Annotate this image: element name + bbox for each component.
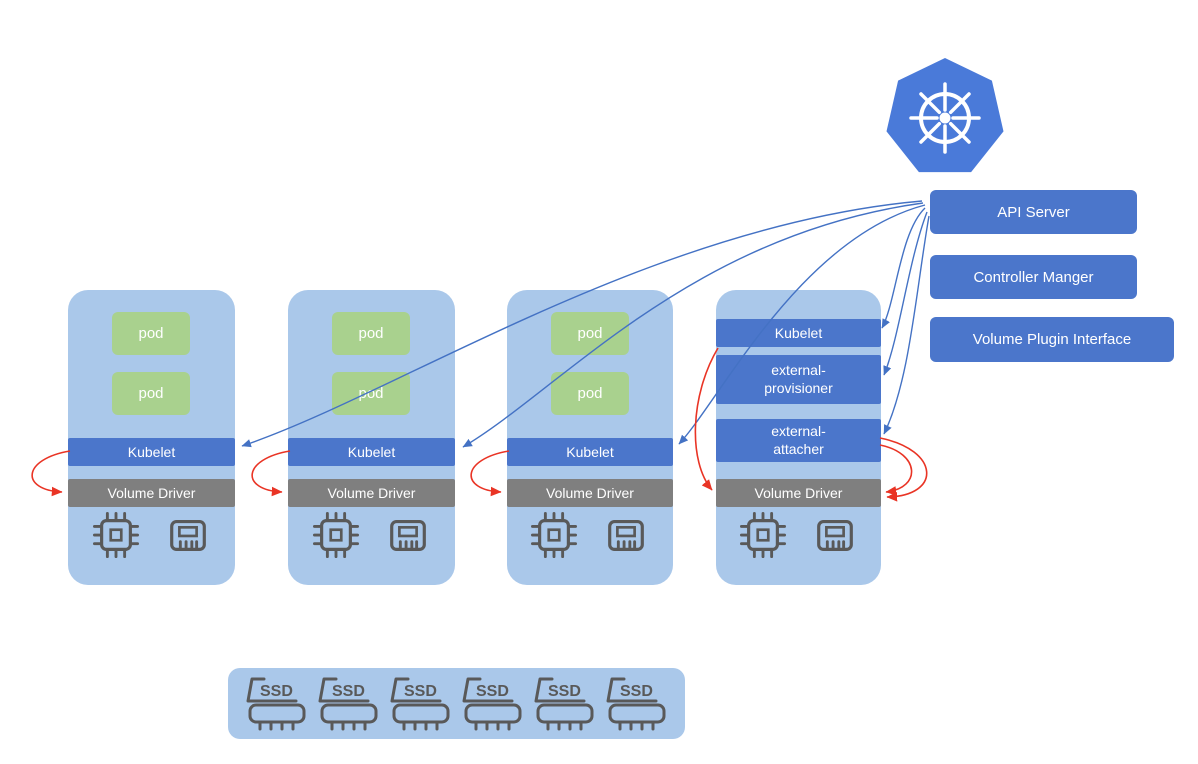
pod-box: pod [332, 372, 410, 415]
external-attacher-label: external-attacher [771, 423, 826, 457]
kubelet-bar: Kubelet [716, 319, 881, 347]
api-server-box: API Server [930, 190, 1137, 234]
pod-box: pod [551, 372, 629, 415]
volume-driver-bar: Volume Driver [507, 479, 673, 507]
hardware-icons [716, 512, 881, 558]
ssd-icon: SSD [534, 677, 593, 730]
memory-icon [169, 520, 206, 551]
volume-driver-bar: Volume Driver [288, 479, 455, 507]
hardware-icons [288, 512, 455, 558]
cpu-icon [92, 512, 139, 558]
pod-box: pod [551, 312, 629, 355]
volume-driver-bar: Volume Driver [716, 479, 881, 507]
worker-node-4: Kubelet external-provisioner external-at… [716, 290, 881, 585]
arrow-api-to-external-attacher [883, 215, 930, 435]
ssd-label: SSD [260, 683, 293, 700]
pod-box: pod [112, 312, 190, 355]
cpu-icon [531, 512, 577, 558]
ssd-label: SSD [332, 683, 365, 700]
controller-manager-box: Controller Manger [930, 255, 1137, 299]
ssd-icon: SSD [390, 677, 449, 730]
cpu-icon [312, 512, 359, 558]
arrow-api-to-external-provisioner [883, 211, 928, 376]
ssd-label: SSD [476, 683, 509, 700]
pod-box: pod [112, 372, 190, 415]
memory-icon [816, 520, 853, 551]
arrow-attacher-to-volume-driver-b [879, 437, 928, 502]
worker-node-3: pod pod Kubelet Volume Driver [507, 290, 673, 585]
ssd-label: SSD [620, 683, 653, 700]
memory-icon [389, 520, 426, 551]
volume-plugin-interface-box: Volume Plugin Interface [930, 317, 1174, 362]
kubelet-bar: Kubelet [507, 438, 673, 466]
pod-box: pod [332, 312, 410, 355]
arrow-kubelet-to-volume-driver-2 [251, 450, 291, 497]
ssd-icon: SSD [462, 677, 521, 730]
external-provisioner-bar: external-provisioner [716, 355, 881, 404]
arrow-kubelet-to-volume-driver-4 [694, 347, 719, 491]
hardware-icons [507, 512, 673, 558]
ssd-icon: SSD [318, 677, 377, 730]
arrow-api-to-kubelet-4 [881, 207, 926, 329]
ssd-icon: SSD [246, 677, 305, 730]
hardware-icons [68, 512, 235, 558]
memory-icon [608, 520, 644, 551]
kubelet-bar: Kubelet [288, 438, 455, 466]
ssd-label: SSD [548, 683, 581, 700]
arrow-kubelet-to-volume-driver-1 [31, 450, 71, 497]
arrow-attacher-to-volume-driver-a [879, 444, 913, 496]
external-provisioner-label: external-provisioner [764, 362, 833, 396]
cpu-icon [739, 512, 786, 558]
kubernetes-logo [886, 58, 1004, 173]
helm-wheel-icon [909, 82, 981, 154]
volume-driver-bar: Volume Driver [68, 479, 235, 507]
worker-node-1: pod pod Kubelet Volume Driver [68, 290, 235, 585]
worker-node-2: pod pod Kubelet Volume Driver [288, 290, 455, 585]
ssd-icon: SSD [606, 677, 665, 730]
arrow-kubelet-to-volume-driver-3 [470, 450, 510, 497]
ssd-label: SSD [404, 683, 437, 700]
kubelet-bar: Kubelet [68, 438, 235, 466]
storage-pool: SSD SSD SSD SSD [228, 668, 685, 739]
external-attacher-bar: external-attacher [716, 419, 881, 462]
